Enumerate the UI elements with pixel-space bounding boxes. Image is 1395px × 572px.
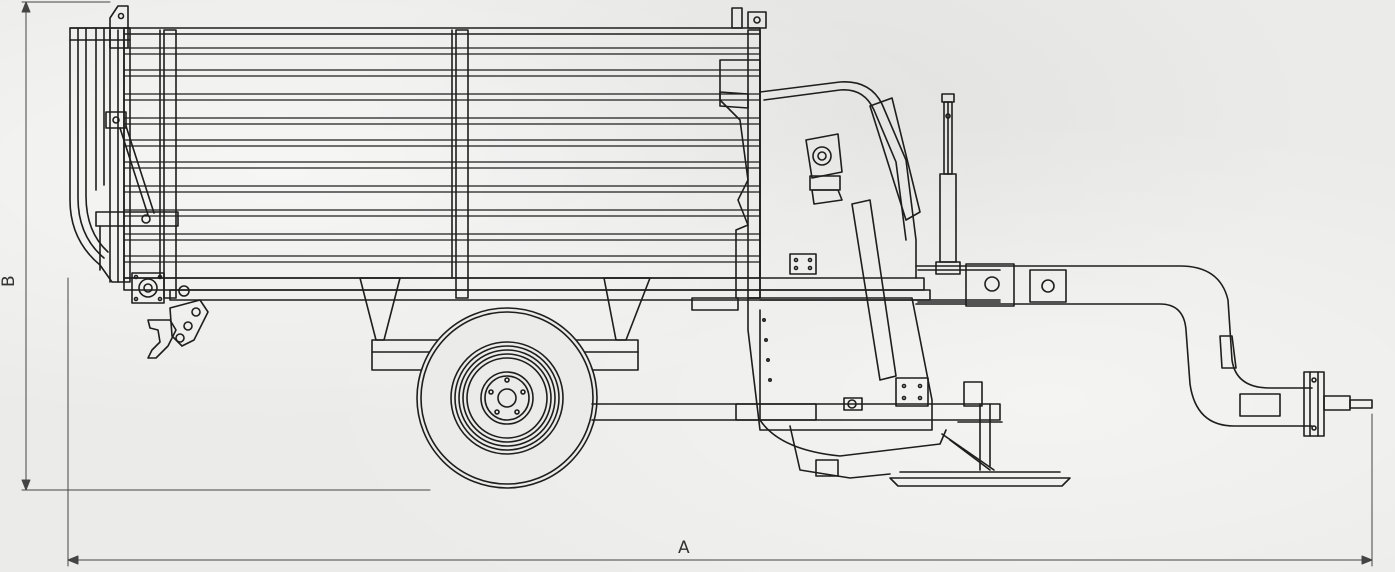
chassis-frame	[123, 277, 1001, 311]
front-top-bracket	[731, 7, 767, 29]
wheel	[416, 307, 598, 489]
hydraulic-cylinder	[935, 93, 961, 275]
dimension-b	[21, 1, 431, 491]
dimension-b-label: B	[0, 275, 19, 287]
hitch-eye	[1303, 371, 1373, 437]
lower-frame-beam	[591, 403, 1001, 421]
dimension-a	[67, 277, 1373, 567]
disc-housing	[759, 397, 947, 479]
spinner-chute	[747, 199, 933, 431]
hydraulic-motor	[805, 133, 843, 205]
dimension-a-label: A	[678, 538, 690, 558]
rear-hitch-hook	[147, 299, 209, 359]
rear-beater-assembly	[69, 5, 179, 283]
drawbar	[915, 263, 1313, 427]
hopper-slats	[123, 47, 761, 263]
spreader-housing	[719, 59, 921, 299]
spinner-disc	[889, 381, 1071, 487]
